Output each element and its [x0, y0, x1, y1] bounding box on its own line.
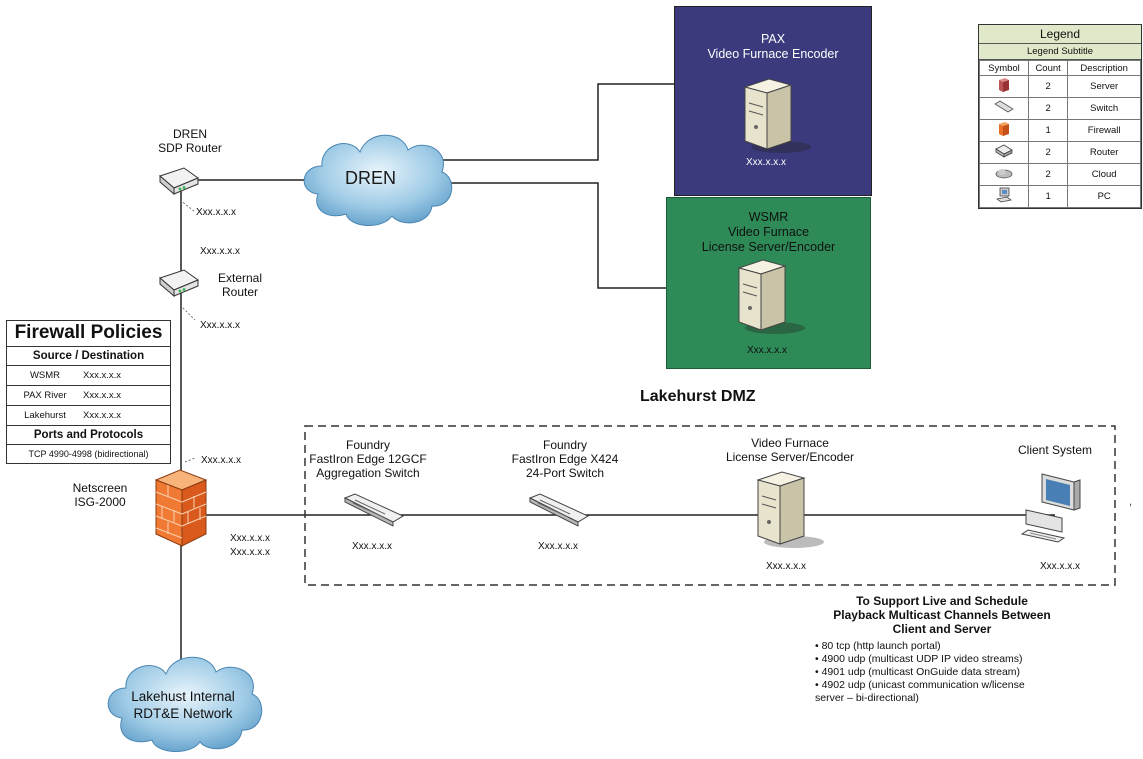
wsmr-label-line1: WSMR [748, 210, 789, 224]
external-router-ip-bottom: Xxx.x.x.x [200, 320, 241, 331]
source-destination-header: Source / Destination [7, 347, 170, 366]
legend-col-description: Description [1067, 60, 1141, 76]
netscreen-ip-right-2: Xxx.x.x.x [230, 547, 271, 558]
video-furnace-ip: Xxx.x.x.x [766, 561, 807, 572]
firewall-policies-title: Firewall Policies [7, 321, 170, 347]
ports-protocols-header: Ports and Protocols [7, 426, 170, 445]
port-switch-ip: Xxx.x.x.x [538, 541, 579, 552]
netscreen-label: Netscreen ISG-2000 [72, 481, 128, 509]
cloud-icon[interactable] [298, 124, 458, 234]
pax-encoder-box[interactable]: PAX Video Furnace Encoder Xxx.x.x.x [674, 6, 872, 196]
dren-cloud-label: DREN [345, 168, 397, 188]
pax-label-line2: Video Furnace Encoder [707, 47, 839, 61]
external-router-label: External Router [217, 271, 263, 299]
dren-router-label: DREN SDP Router [158, 127, 222, 155]
list-item: • 4901 udp (multicast OnGuide data strea… [815, 666, 1021, 678]
netscreen-ip-top: Xxx.x.x.x [201, 455, 242, 466]
video-furnace-label: Video Furnace License Server/Encoder [725, 436, 855, 464]
internal-network-label: Lakehust Internal RDT&E Network [131, 689, 235, 721]
firewall-icon [998, 122, 1009, 136]
pc-icon [995, 187, 1012, 203]
cloud-icon [995, 169, 1013, 179]
wsmr-label-line3: License Server/Encoder [701, 240, 836, 254]
router-icon[interactable] [158, 268, 200, 298]
switch-icon[interactable] [528, 492, 590, 528]
list-item: • 80 tcp (http launch portal) [815, 640, 941, 652]
switch-icon [994, 100, 1014, 113]
list-item: server – bi-directional) [815, 692, 919, 704]
router-icon [995, 144, 1013, 158]
port-switch-label: Foundry FastIron Edge X424 24-Port Switc… [511, 438, 619, 480]
server-icon[interactable] [748, 468, 828, 550]
list-item: • 4902 udp (unicast communication w/lice… [815, 679, 1025, 691]
ports-value: TCP 4990-4998 (bidirectional) [28, 449, 149, 459]
cloud-icon[interactable] [100, 646, 270, 759]
wsmr-server-box[interactable]: WSMR Video Furnace License Server/Encode… [666, 197, 871, 369]
external-router-ip-top: Xxx.x.x.x [200, 246, 241, 257]
legend-title: Legend [979, 25, 1141, 44]
firewall-policies-table: Firewall Policies Source / Destination W… [6, 320, 171, 464]
aggregation-switch-label: Foundry FastIron Edge 12GCF Aggregation … [309, 438, 427, 480]
legend-col-count: Count [1027, 60, 1069, 76]
notes-heading: To Support Live and Schedule Playback Mu… [833, 594, 1051, 636]
legend-subtitle: Legend Subtitle [979, 44, 1141, 60]
notes-list: • 80 tcp (http launch portal) • 4900 udp… [815, 640, 1095, 705]
stray-mark: , [1129, 496, 1133, 508]
diagram-title: Lakehurst DMZ [640, 388, 756, 405]
pax-ip: Xxx.x.x.x [746, 157, 787, 168]
server-icon [737, 259, 805, 334]
wsmr-ip: Xxx.x.x.x [747, 345, 788, 356]
pc-icon[interactable] [1018, 470, 1090, 550]
dren-router-ip: Xxx.x.x.x [196, 207, 237, 218]
legend-col-symbol: Symbol [979, 60, 1029, 76]
legend: Legend Legend Subtitle Symbol Count Desc… [978, 24, 1142, 209]
list-item: • 4900 udp (multicast UDP IP video strea… [815, 653, 1023, 665]
pax-label-line1: PAX [760, 32, 786, 46]
aggregation-switch-ip: Xxx.x.x.x [352, 541, 393, 552]
server-icon [743, 78, 811, 153]
netscreen-ip-right-1: Xxx.x.x.x [230, 533, 271, 544]
client-system-label: Client System [1017, 443, 1093, 457]
switch-icon[interactable] [343, 492, 405, 528]
server-icon [998, 78, 1009, 92]
firewall-icon[interactable] [150, 468, 212, 548]
router-icon[interactable] [158, 166, 200, 196]
client-system-ip: Xxx.x.x.x [1040, 561, 1081, 572]
wsmr-label-line2: Video Furnace [727, 225, 810, 239]
